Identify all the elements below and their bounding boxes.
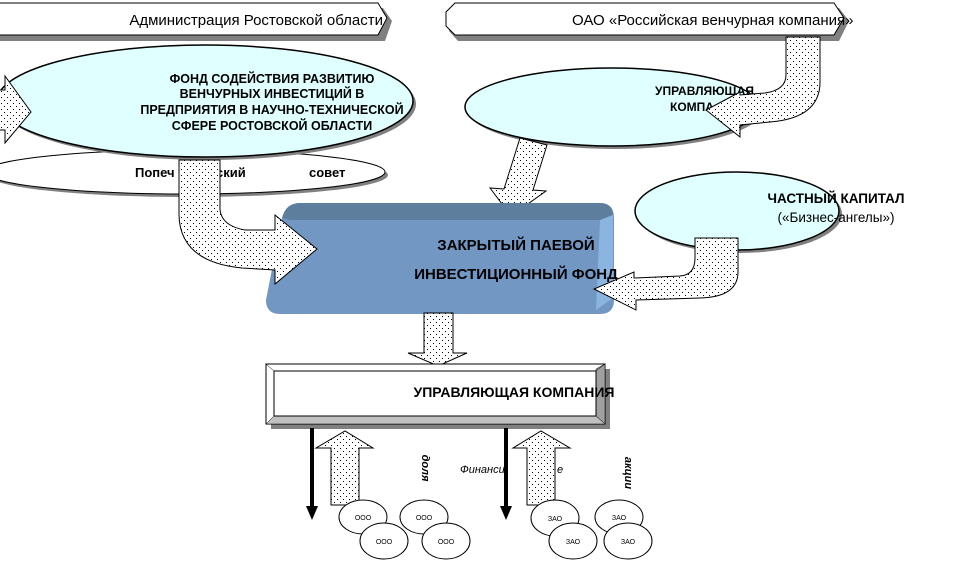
fund-support-line-4: СФЕРЕ РОСТОВСКОЙ ОБЛАСТИ <box>172 118 372 133</box>
arrow-rvc-to-mgmt-icon <box>705 36 821 139</box>
company-label: ЗАО <box>548 516 563 523</box>
company-label: ЗАО <box>612 515 627 522</box>
private-capital-ellipse: ЧАСТНЫЙ КАПИТАЛ («Бизнес-ангелы») <box>634 171 905 253</box>
share-arrow-right-icon <box>511 430 572 506</box>
mgmt-top-line-2: КОМПА <box>670 100 714 114</box>
board-label-left-tail: ский <box>216 165 246 180</box>
fund-support-line-2: ВЕНЧУРНЫХ ИНВЕСТИЦИЙ В <box>180 86 365 101</box>
financing-arrow-right-icon <box>500 428 512 520</box>
fund-support-line-3: ПРЕДПРИЯТИЯ В НАУЧНО-ТЕХНИЧЕСКОЙ <box>140 102 403 117</box>
company-label: ООО <box>438 539 455 546</box>
board-label-right: совет <box>309 165 345 180</box>
board-label-left: Попеч <box>135 165 175 180</box>
arrow-fund-to-mgmt-icon <box>407 312 468 367</box>
mgmt-company-box: УПРАВЛЯЮЩАЯ КОМПАНИЯ <box>265 363 615 429</box>
mgmt-top-line-1: УПРАВЛЯЮЩАЯ <box>655 84 754 98</box>
company-label: ООО <box>416 515 433 522</box>
business-angels-label: («Бизнес-ангелы») <box>777 210 894 225</box>
company-label: ООО <box>376 539 393 546</box>
company-label: ООО <box>355 515 372 522</box>
arrow-fund-support-to-closed-fund-icon <box>178 159 318 286</box>
financing-arrow-left-icon <box>306 428 318 520</box>
rvc-label: ОАО «Российская венчурная компания» <box>572 12 853 29</box>
closed-fund-line-1: ЗАКРЫТЫЙ ПАЕВОЙ <box>437 236 594 254</box>
portfolio-company-zao-4: ЗАО <box>603 522 653 560</box>
arrow-private-capital-to-fund-icon <box>592 237 739 311</box>
private-capital-label: ЧАСТНЫЙ КАПИТАЛ <box>768 191 905 206</box>
arrow-admin-to-fund-icon <box>0 74 32 145</box>
portfolio-company-ooo-2: ООО <box>359 522 409 560</box>
share-arrow-left-icon <box>314 430 375 506</box>
company-label: ЗАО <box>566 539 581 546</box>
portfolio-company-zao-2: ЗАО <box>548 522 598 560</box>
admin-banner: Администрация Ростовской области <box>0 2 392 41</box>
company-label: ЗАО <box>621 539 636 546</box>
rvc-banner: ОАО «Российская венчурная компания» <box>445 2 853 41</box>
closed-fund-box: ЗАКРЫТЫЙ ПАЕВОЙ ИНВЕСТИЦИОННЫЙ ФОНД <box>266 203 618 314</box>
shares-label: акции <box>622 457 634 490</box>
financing-label-end: е <box>557 464 563 476</box>
share-label: доля <box>419 455 431 482</box>
financing-label-start: Финанси <box>460 464 505 476</box>
fund-support-ellipse: ФОНД СОДЕЙСТВИЯ РАЗВИТИЮ ВЕНЧУРНЫХ ИНВЕС… <box>0 44 416 160</box>
admin-label: Администрация Ростовской области <box>129 12 383 29</box>
mgmt-company-label: УПРАВЛЯЮЩАЯ КОМПАНИЯ <box>414 384 615 400</box>
portfolio-company-ooo-4: ООО <box>421 522 471 560</box>
fund-support-line-1: ФОНД СОДЕЙСТВИЯ РАЗВИТИЮ <box>170 71 375 86</box>
mgmt-top-ellipse: УПРАВЛЯЮЩАЯ КОМПА <box>464 67 762 149</box>
closed-fund-line-2: ИНВЕСТИЦИОННЫЙ ФОНД <box>414 265 618 283</box>
